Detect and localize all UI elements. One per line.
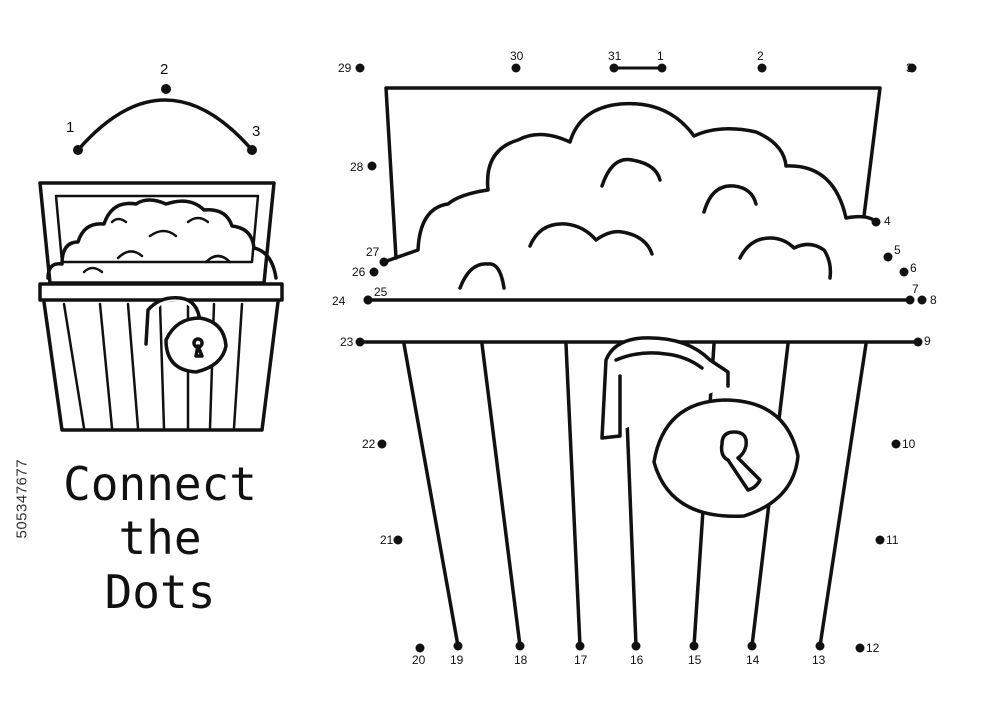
dot-label-10: 10 (902, 437, 916, 451)
dot-29[interactable] (355, 63, 365, 73)
dot-11[interactable] (875, 535, 885, 545)
dot-label-16: 16 (630, 653, 644, 667)
dot-19[interactable] (453, 641, 463, 651)
dot-label-8: 8 (930, 293, 937, 307)
dot-label-21: 21 (380, 533, 394, 547)
lock-ribbon (600, 336, 730, 440)
example-dot-labels: 1 2 3 (66, 61, 260, 140)
dot-7[interactable] (905, 295, 915, 305)
dot-label-28: 28 (350, 160, 364, 174)
dot-9[interactable] (913, 337, 923, 347)
dot-label-13: 13 (812, 653, 826, 667)
dot-25[interactable] (363, 295, 373, 305)
dot-27[interactable] (379, 257, 389, 267)
basket-slat-7 (818, 342, 868, 648)
dot-16[interactable] (631, 641, 641, 651)
dot-12[interactable] (855, 643, 865, 653)
dot-15[interactable] (689, 641, 699, 651)
dot-label-22: 22 (362, 437, 376, 451)
stock-id-watermark: 505347677 (13, 458, 31, 539)
dot-label-20: 20 (412, 653, 426, 667)
dot-13[interactable] (815, 641, 825, 651)
dot-5[interactable] (883, 252, 893, 262)
dot-14[interactable] (747, 641, 757, 651)
example-label-2: 2 (160, 61, 168, 78)
dot-23[interactable] (355, 337, 365, 347)
example-label-3: 3 (252, 123, 260, 140)
dot-label-3: 3 (906, 61, 913, 75)
dot-label-18: 18 (514, 653, 528, 667)
dot-label-11: 11 (886, 533, 899, 547)
dot-28[interactable] (367, 161, 377, 171)
dot-label-19: 19 (450, 653, 464, 667)
main-basket (358, 66, 920, 648)
dot-1[interactable] (657, 63, 667, 73)
dot-17[interactable] (575, 641, 585, 651)
popcorn-cloud (382, 101, 878, 264)
dot-10[interactable] (891, 439, 901, 449)
dot-label-14: 14 (746, 653, 760, 667)
keyhole-icon (719, 430, 762, 492)
dot-20[interactable] (415, 643, 425, 653)
dot-label-5: 5 (894, 243, 901, 257)
dot-label-1: 1 (657, 49, 664, 63)
dot-26[interactable] (369, 267, 379, 277)
example-basket-body (38, 282, 284, 302)
dot-label-4: 4 (884, 214, 891, 228)
lid-outline (384, 86, 882, 260)
dot-21[interactable] (393, 535, 403, 545)
basket-slat-1 (402, 342, 460, 648)
dot-label-17: 17 (574, 653, 588, 667)
dot-label-24: 24 (332, 294, 346, 308)
dot-3[interactable] (907, 63, 917, 73)
dot-label-6: 6 (910, 261, 917, 275)
dot-label-15: 15 (688, 653, 702, 667)
title-connect: Connect (63, 457, 257, 511)
dot-label-7: 7 (912, 282, 919, 296)
basket-slat-3 (564, 342, 582, 648)
example-basket (38, 98, 284, 432)
example-dots (73, 84, 257, 155)
dot-label-9: 9 (924, 334, 931, 348)
dot-label-26: 26 (352, 265, 366, 279)
dot-30[interactable] (511, 63, 521, 73)
dot-label-25: 25 (374, 285, 388, 299)
dot-8[interactable] (917, 295, 927, 305)
title-dots: Dots (104, 565, 216, 619)
dot-label-29: 29 (338, 61, 352, 75)
dot-18[interactable] (515, 641, 525, 651)
dot-31[interactable] (609, 63, 619, 73)
example-handle (76, 98, 254, 152)
title-the: the (118, 511, 202, 565)
example-popcorn (46, 198, 278, 280)
dot-2[interactable] (757, 63, 767, 73)
dot-label-31: 31 (608, 49, 622, 63)
basket-slat-2 (480, 342, 522, 648)
example-label-1: 1 (66, 119, 74, 136)
dot-label-27: 27 (366, 245, 380, 259)
dot-label-30: 30 (510, 49, 524, 63)
dot-22[interactable] (377, 439, 387, 449)
dot-label-12: 12 (866, 641, 880, 655)
dot-label-2: 2 (757, 49, 764, 63)
dot-label-23: 23 (340, 335, 354, 349)
dot-6[interactable] (899, 267, 909, 277)
dot-4[interactable] (871, 217, 881, 227)
